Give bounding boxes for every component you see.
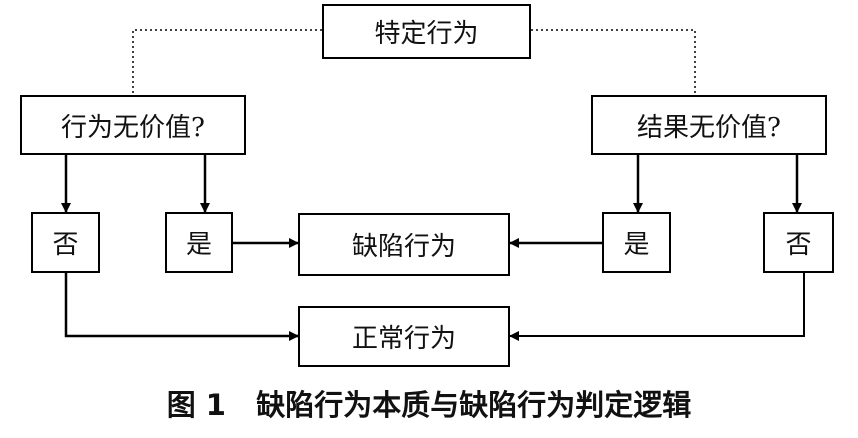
act-no-value-decision: 行为无价值? [20, 95, 246, 155]
defective-act-label: 缺陷行为 [351, 232, 456, 262]
result-no-value-label: 结果无价值? [637, 112, 781, 143]
specific-act-box: 特定行为 [322, 4, 531, 59]
right-yes-label: 是 [623, 230, 650, 260]
dotted-connector-left [132, 29, 322, 95]
arrow-left-no-to-normal [64, 273, 299, 341]
normal-act-box: 正常行为 [298, 306, 510, 367]
result-no-value-decision: 结果无价值? [591, 95, 827, 155]
left-no-label: 否 [52, 230, 79, 260]
act-no-value-label: 行为无价值? [61, 112, 205, 143]
left-yes-label: 是 [185, 230, 212, 260]
left-yes-box: 是 [165, 212, 233, 273]
defective-act-box: 缺陷行为 [298, 213, 510, 276]
arrow-right-no-to-normal [509, 273, 805, 341]
right-no-box: 否 [763, 212, 834, 273]
left-no-box: 否 [31, 212, 100, 273]
specific-act-label: 特定行为 [374, 19, 479, 49]
right-no-label: 否 [785, 230, 812, 260]
right-yes-box: 是 [602, 212, 671, 273]
normal-act-label: 正常行为 [351, 324, 456, 354]
figure-caption: 图 1 缺陷行为本质与缺陷行为判定逻辑 [166, 388, 692, 422]
dotted-connector-right [531, 29, 696, 95]
